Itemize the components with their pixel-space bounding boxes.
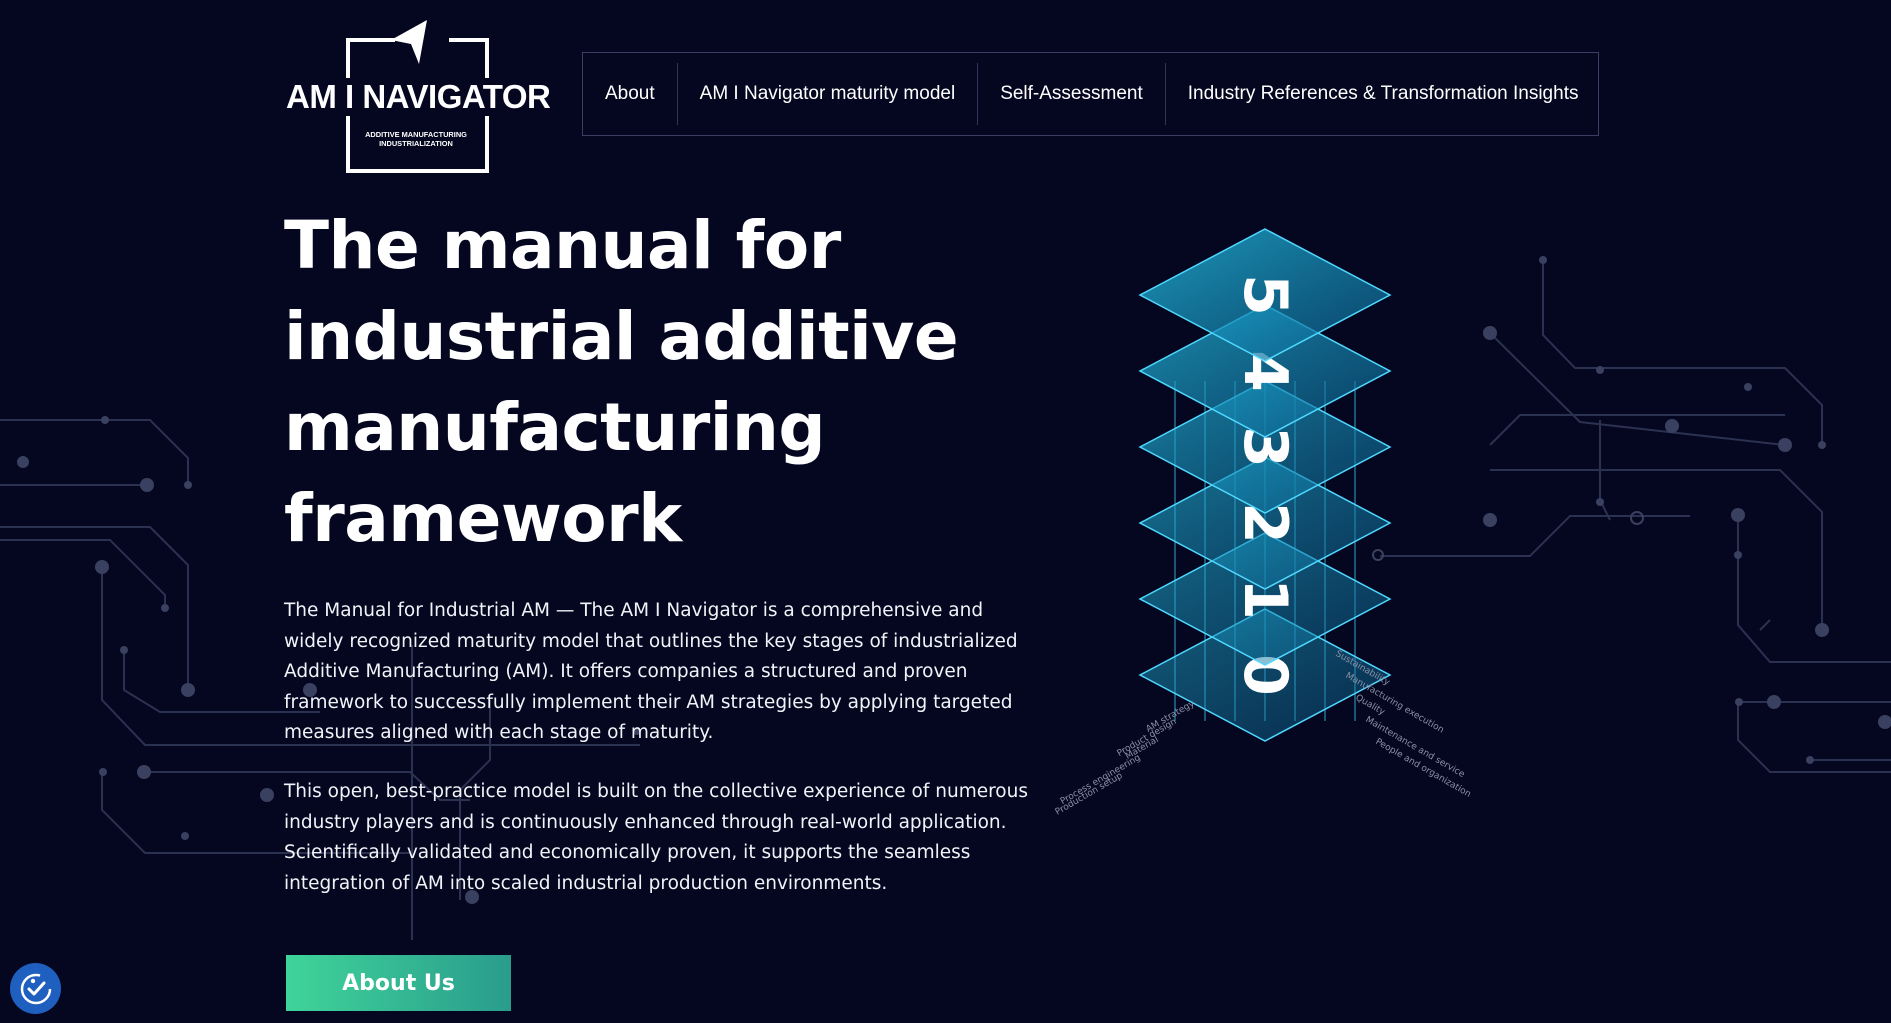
- nav-self-assessment[interactable]: Self-Assessment: [977, 63, 1165, 125]
- maturity-layer-plate: [1138, 608, 1392, 742]
- hero-headline: The manual for industrial additive manuf…: [284, 207, 959, 557]
- maturity-layer-plate: [1138, 456, 1392, 590]
- maturity-layer-plate: [1138, 532, 1392, 666]
- accessibility-check-icon: [20, 973, 51, 1004]
- hero-paragraph-1: The Manual for Industrial AM — The AM I …: [284, 600, 1018, 743]
- maturity-level-4: 4: [1138, 304, 1392, 438]
- nav-about[interactable]: About: [605, 83, 655, 104]
- maturity-level-3: 3: [1138, 380, 1392, 514]
- maturity-layer-plate: [1138, 228, 1392, 362]
- site-logo[interactable]: AM I NAVIGATOR ADDITIVE MANUFACTURING IN…: [284, 18, 555, 173]
- hero-paragraph-2: This open, best-practice model is built …: [284, 781, 1028, 894]
- maturity-layer-plate: [1138, 380, 1392, 514]
- about-us-button[interactable]: About Us: [286, 955, 511, 1011]
- main-navigation: About AM I Navigator maturity model Self…: [582, 52, 1599, 136]
- maturity-layer-plate: [1138, 304, 1392, 438]
- accessibility-button[interactable]: [10, 963, 61, 1014]
- maturity-level-5: 5: [1138, 228, 1392, 362]
- logo-wordmark: AM I NAVIGATOR: [284, 78, 555, 116]
- navigation-arrow-icon: [391, 20, 427, 64]
- logo-tagline: ADDITIVE MANUFACTURING INDUSTRIALIZATION: [365, 130, 467, 148]
- maturity-level-0: 0: [1138, 608, 1392, 742]
- maturity-level-number: 5: [1230, 274, 1300, 316]
- nav-maturity-model[interactable]: AM I Navigator maturity model: [676, 63, 978, 125]
- nav-industry-references[interactable]: Industry References & Transformation Ins…: [1164, 63, 1601, 125]
